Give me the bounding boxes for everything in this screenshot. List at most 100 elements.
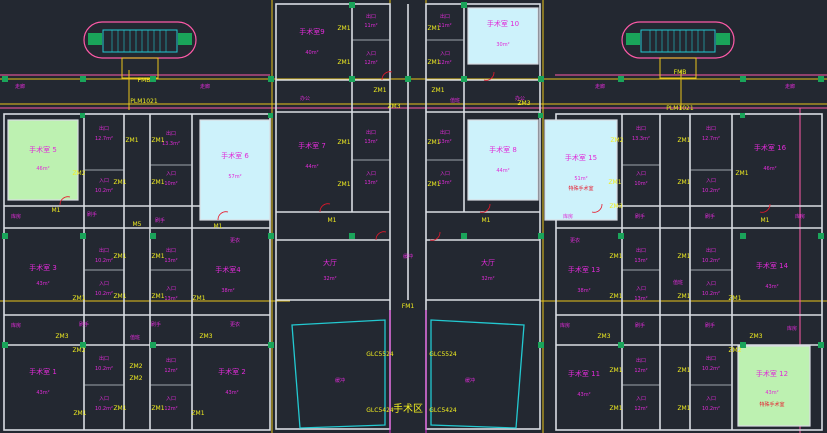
room-or12-name: 手术室 12 xyxy=(756,369,788,378)
label-area: 10.2m² xyxy=(702,188,720,194)
label-scrub: 刷手 xyxy=(635,213,645,220)
code-label: GLC5524 xyxy=(366,351,394,358)
code-label: PLM1021 xyxy=(130,98,158,105)
label-scrub: 刷手 xyxy=(705,322,715,329)
code-label: ZM1 xyxy=(609,405,622,412)
room-or13-area: 38m² xyxy=(577,288,590,294)
room-or6-area: 57m² xyxy=(228,174,241,180)
code-label: ZM2 xyxy=(72,347,85,354)
code-label: ZM1 xyxy=(608,179,621,186)
label-area: 13m² xyxy=(364,139,377,145)
code-label: ZM1 xyxy=(73,410,86,417)
label-gown: 更衣 xyxy=(230,237,240,244)
code-label: ZM1 xyxy=(125,137,138,144)
label-gown: 更衣 xyxy=(570,237,580,244)
label-anteroom: 缓冲 xyxy=(335,377,345,384)
stair-tower-left xyxy=(83,21,197,79)
label-area: 10.2m² xyxy=(95,258,113,264)
label-exit: 出口 xyxy=(706,125,716,132)
room-or7-name: 手术室 7 xyxy=(298,141,326,150)
label-store: 库房 xyxy=(787,325,797,332)
label-area: 12m² xyxy=(164,368,177,374)
code-label: ZM2 xyxy=(72,170,85,177)
code-label: ZM1 xyxy=(677,137,690,144)
room-or10-area: 30m² xyxy=(496,42,509,48)
label-area: 13m² xyxy=(438,139,451,145)
label-duty: 值班 xyxy=(450,97,460,104)
label-entry: 入口 xyxy=(99,281,109,287)
label-area: 10.2m² xyxy=(702,366,720,372)
label-area: 10.2m² xyxy=(702,406,720,412)
label-exit: 出口 xyxy=(99,247,109,254)
label-scrub: 刷手 xyxy=(635,322,645,329)
hall-left-area: 32m² xyxy=(323,276,336,282)
walls xyxy=(3,3,823,431)
label-entry: 入口 xyxy=(636,286,646,292)
room-or5-area: 46m² xyxy=(36,166,49,172)
label-area: 10.2m² xyxy=(702,291,720,297)
room-or8-area: 44m² xyxy=(496,168,509,174)
label-exit: 出口 xyxy=(706,247,716,254)
label-entry: 入口 xyxy=(99,178,109,184)
label-store: 库房 xyxy=(560,322,570,329)
service-labels: 出口 12.7m² 入口 10.2m² 出口 13.3m² 入口 10m² 出口… xyxy=(11,13,805,412)
room-or9-name: 手术室9 xyxy=(299,27,324,36)
code-label: ZM1 xyxy=(677,405,690,412)
room-or13-name: 手术室 13 xyxy=(568,265,600,274)
code-labels: ZM1 ZM1 ZM1 ZM1 ZM2 M1 M5 M1 ZM1 ZM1 ZM1… xyxy=(52,25,770,417)
code-label: ZM1 xyxy=(427,59,440,66)
code-label: M1 xyxy=(482,217,491,224)
label-scrub: 刷手 xyxy=(79,321,89,328)
code-label: PLM1021 xyxy=(666,105,694,112)
code-label: FM1 xyxy=(402,303,415,310)
label-area: 12m² xyxy=(438,60,451,66)
code-label: ZM1 xyxy=(677,179,690,186)
label-exit: 出口 xyxy=(366,13,376,20)
code-label: ZM1 xyxy=(113,179,126,186)
code-label: ZM1 xyxy=(735,170,748,177)
label-entry: 入口 xyxy=(166,171,176,177)
label-area: 13m² xyxy=(634,296,647,302)
label-entry: 入口 xyxy=(366,171,376,177)
room-or11-name: 手术室 11 xyxy=(568,369,600,378)
label-entry: 入口 xyxy=(166,286,176,292)
room-or2-name: 手术室 2 xyxy=(218,367,246,376)
room-or4-area: 38m² xyxy=(221,288,234,294)
code-label: ZM1 xyxy=(677,253,690,260)
code-label: ZM2 xyxy=(129,363,142,370)
room-or1-name: 手术室 1 xyxy=(29,367,57,376)
hall-left-name: 大厅 xyxy=(323,258,337,267)
label-corridor: 走廊 xyxy=(785,83,795,90)
room-or4-name: 手术室4 xyxy=(215,265,241,274)
code-label: ZM1 xyxy=(151,179,164,186)
room-or16-name: 手术室 16 xyxy=(754,143,787,152)
room-or6-name: 手术室 6 xyxy=(221,151,249,160)
label-office: 办公 xyxy=(515,95,525,102)
label-area: 11m² xyxy=(364,23,377,29)
code-label: ZM2 xyxy=(610,137,623,144)
label-area: 11m² xyxy=(438,23,451,29)
label-entry: 入口 xyxy=(166,396,176,402)
code-label: ZM3 xyxy=(517,100,530,107)
code-label: ZM1 xyxy=(609,367,622,374)
room-or8-name: 手术室 8 xyxy=(489,145,517,154)
label-area: 13m² xyxy=(634,258,647,264)
hall-right-name: 大厅 xyxy=(481,258,495,267)
code-label: M1 xyxy=(761,217,770,224)
room-or15-note: 特殊手术室 xyxy=(568,185,593,192)
room-or3-name: 手术室 3 xyxy=(29,263,57,272)
label-entry: 入口 xyxy=(636,396,646,402)
code-label: ZM1 xyxy=(151,405,164,412)
room-or7-area: 44m² xyxy=(305,164,318,170)
label-exit: 出口 xyxy=(636,357,646,364)
code-label: ZM3 xyxy=(749,333,762,340)
code-label: ZM1 xyxy=(431,87,444,94)
label-exit: 出口 xyxy=(166,130,176,137)
code-label: ZM3 xyxy=(597,333,610,340)
label-area: 13.3m² xyxy=(162,141,180,147)
code-label: ZM1 xyxy=(337,139,350,146)
room-or10-name: 手术室 10 xyxy=(487,19,519,28)
center-zone-label: 手术区 xyxy=(393,402,423,415)
room-or14-name: 手术室 14 xyxy=(756,261,789,270)
label-entry: 入口 xyxy=(366,51,376,57)
